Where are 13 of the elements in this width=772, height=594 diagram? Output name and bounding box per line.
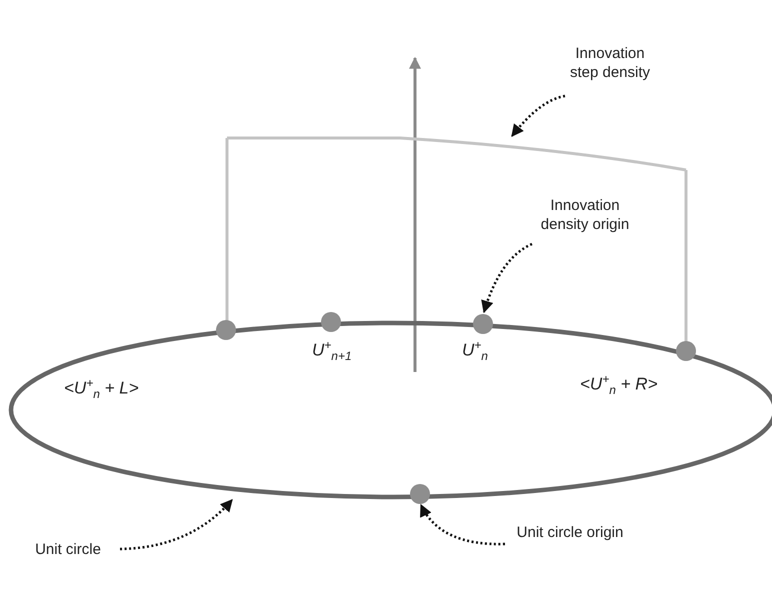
origin-dot: [410, 484, 430, 504]
leader-line: [120, 499, 233, 550]
leader-line: [481, 242, 533, 314]
annotation-text: Innovation density origin: [530, 196, 640, 234]
density-step-line: [227, 136, 686, 172]
leader-line: [420, 504, 505, 546]
leader-line: [511, 94, 566, 137]
origin-dot: [473, 314, 493, 334]
annotation-text: Innovation step density: [560, 44, 660, 82]
point-label: <U$^{+}$$_{n}$ + R>: [580, 372, 658, 398]
annotation-text: Unit circle: [18, 540, 118, 559]
point-label: <U$^{+}$$_{n}$ + L>: [64, 376, 139, 402]
annotation-text: Unit circle origin: [515, 523, 625, 542]
